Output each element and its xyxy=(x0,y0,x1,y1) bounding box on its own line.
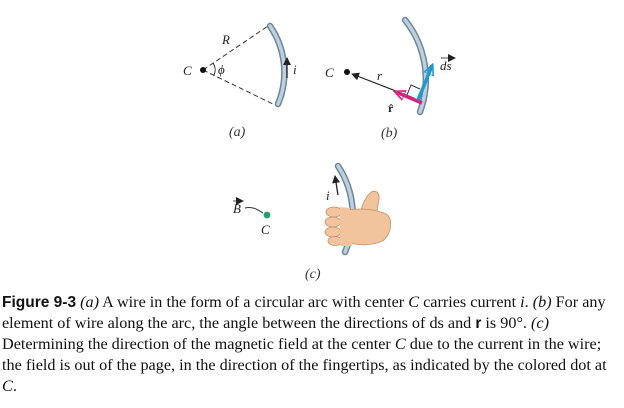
caption-run: (a) xyxy=(80,293,99,311)
field-dot xyxy=(263,211,271,219)
panel-c-label: (c) xyxy=(305,267,321,282)
right-hand-icon xyxy=(324,190,392,246)
caption-run: r xyxy=(475,315,482,332)
caption-run: For any element of wire along the arc, t… xyxy=(2,293,606,332)
caption-run: . xyxy=(524,293,533,311)
right-angle-mark xyxy=(406,84,421,96)
panel-a: C R ϕ i (a) xyxy=(183,22,297,140)
field-leader xyxy=(244,207,264,214)
center-label-b: C xyxy=(325,65,334,80)
figure-number: Figure 9-3 xyxy=(2,294,77,311)
panel-a-label: (a) xyxy=(229,125,246,140)
panel-b: C r r̂ ds (b) xyxy=(325,16,456,141)
caption-run: due to the current in the wire; the fiel… xyxy=(2,335,607,374)
caption-run: (c) xyxy=(531,314,549,332)
angle-arc xyxy=(212,62,216,76)
caption-run: (b) xyxy=(532,293,552,311)
r-label: r xyxy=(377,68,383,83)
caption-text: (a) A wire in the form of a circular arc… xyxy=(2,293,607,395)
rhat-label: r̂ xyxy=(388,101,394,115)
caption-run: carries current xyxy=(419,293,521,311)
center-dot-a xyxy=(200,67,206,73)
radius-line-upper xyxy=(202,25,269,71)
panel-c: i B C (c) xyxy=(233,162,392,282)
center-label-a: C xyxy=(183,63,192,78)
caption-run: i xyxy=(520,293,525,311)
caption-run: C xyxy=(394,335,406,353)
ds-vector xyxy=(416,66,432,101)
angle-label: ϕ xyxy=(218,62,225,77)
panel-b-label: (b) xyxy=(381,126,398,141)
figure-caption: Figure 9-3 (a) A wire in the form of a c… xyxy=(2,292,620,397)
current-label-a: i xyxy=(293,62,297,77)
rhat-vector xyxy=(396,92,423,105)
current-label-c: i xyxy=(326,188,330,203)
center-dot-b xyxy=(344,69,350,75)
caption-run: A wire in the form of a circular arc wit… xyxy=(99,293,409,311)
caption-run: . xyxy=(12,377,17,395)
field-label: B xyxy=(233,201,241,216)
center-label-c: C xyxy=(261,222,270,237)
caption-run: C xyxy=(408,293,420,311)
ds-label: ds xyxy=(440,58,452,73)
caption-run: is 90°. xyxy=(481,314,532,332)
caption-run: Determining the direction of the magneti… xyxy=(2,335,395,353)
figure-9-3: C R ϕ i (a) C r r̂ ds (b) i xyxy=(183,16,456,282)
caption-run: C xyxy=(2,377,13,395)
current-arrow-c xyxy=(332,175,341,196)
radius-line-lower xyxy=(202,69,276,106)
radius-label: R xyxy=(221,32,230,47)
